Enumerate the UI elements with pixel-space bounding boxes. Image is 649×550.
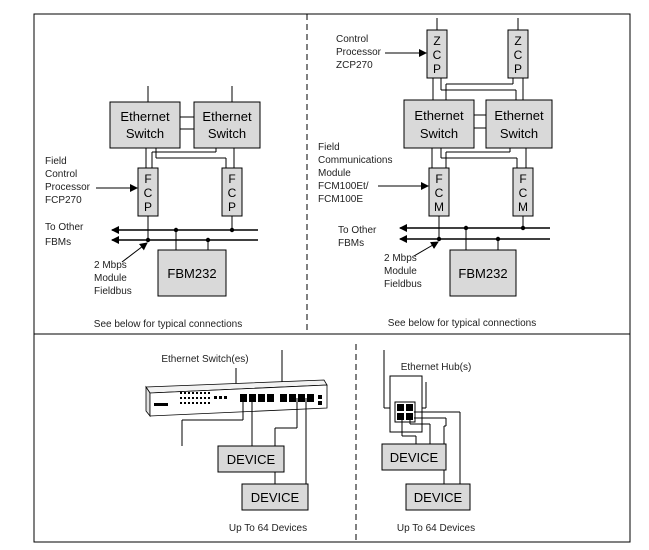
zcp-right-letter2: C bbox=[514, 48, 523, 62]
switches-title: Ethernet Switch(es) bbox=[161, 354, 248, 365]
top-right-panel: Z C P Z C P Control Processor ZCP270 Eth… bbox=[318, 18, 553, 329]
hub-device-box-2 bbox=[405, 483, 471, 511]
fcm-left-letter2: C bbox=[435, 186, 444, 200]
fieldbus-label-2: Module bbox=[94, 273, 127, 284]
fcp-label-2: Control bbox=[45, 169, 77, 180]
switch-right-line1: Ethernet bbox=[202, 109, 252, 124]
switch-left-r-line2: Switch bbox=[420, 126, 458, 141]
fcm-label-2: Communications bbox=[318, 155, 392, 166]
switch-left-line1: Ethernet bbox=[120, 109, 170, 124]
fcm-right-letter2: C bbox=[519, 186, 528, 200]
fcp-right-letter3: P bbox=[228, 200, 236, 214]
zcp-label-3: ZCP270 bbox=[336, 60, 373, 71]
hubs-title: Ethernet Hub(s) bbox=[401, 362, 472, 373]
to-other-r-2: FBMs bbox=[338, 238, 364, 249]
zcp-left-letter3: P bbox=[433, 62, 441, 76]
fieldbus-label-r-3: Fieldbus bbox=[384, 279, 422, 290]
hub-device-label-1: DEVICE bbox=[390, 450, 439, 465]
ethernet-switch-device bbox=[145, 379, 328, 418]
fieldbus-label-3: Fieldbus bbox=[94, 286, 132, 297]
fcp-label-3: Processor bbox=[45, 182, 91, 193]
zcp-module-right bbox=[507, 29, 529, 79]
bottom-right-panel: Ethernet Hub(s) DEVICE DEVICE U bbox=[381, 350, 475, 534]
fcp-left-letter3: P bbox=[144, 200, 152, 214]
ethernet-hub-device bbox=[389, 375, 423, 433]
zcp-label-2: Processor bbox=[336, 47, 382, 58]
hub-device-label-2: DEVICE bbox=[414, 490, 463, 505]
fieldbus-label-r-1: 2 Mbps bbox=[384, 253, 417, 264]
ethernet-switch-right bbox=[193, 101, 261, 149]
switch-left-line2: Switch bbox=[126, 126, 164, 141]
fcm-label-5: FCM100E bbox=[318, 194, 363, 205]
fieldbus-label-r-2: Module bbox=[384, 266, 417, 277]
fcm-label-1: Field bbox=[318, 142, 340, 153]
zcp-left-letter1: Z bbox=[433, 34, 440, 48]
bottom-right-caption: Up To 64 Devices bbox=[397, 523, 475, 534]
device-box-1 bbox=[217, 445, 285, 473]
ethernet-switch-left-r bbox=[403, 99, 475, 149]
ethernet-switch-right-r bbox=[485, 99, 553, 149]
zcp-label-1: Control bbox=[336, 34, 368, 45]
to-other-1: To Other bbox=[45, 222, 84, 233]
device-box-2 bbox=[241, 483, 309, 511]
top-left-panel: Ethernet Switch Ethernet Switch F C P F … bbox=[45, 86, 261, 330]
switch-right-r-line2: Switch bbox=[500, 126, 538, 141]
device-label-2: DEVICE bbox=[251, 490, 300, 505]
fcm-label-3: Module bbox=[318, 168, 351, 179]
fcm-right-letter3: M bbox=[518, 200, 528, 214]
zcp-right-letter3: P bbox=[514, 62, 522, 76]
fbm232-box-r bbox=[449, 249, 517, 297]
bottom-left-panel: Ethernet Switch(es) bbox=[145, 350, 328, 534]
fcp-right-letter2: C bbox=[228, 186, 237, 200]
top-left-caption: See below for typical connections bbox=[94, 319, 242, 330]
outer-frame bbox=[33, 13, 631, 543]
fcp-label-1: Field bbox=[45, 156, 67, 167]
fbm232-label-r: FBM232 bbox=[458, 266, 507, 281]
top-right-caption: See below for typical connections bbox=[388, 318, 536, 329]
fbm232-label: FBM232 bbox=[167, 266, 216, 281]
zcp-left-letter2: C bbox=[433, 48, 442, 62]
fcp-left-letter1: F bbox=[144, 172, 151, 186]
device-label-1: DEVICE bbox=[227, 452, 276, 467]
fcm-left-letter3: M bbox=[434, 200, 444, 214]
switch-right-r-line1: Ethernet bbox=[494, 108, 544, 123]
fieldbus-label-1: 2 Mbps bbox=[94, 260, 127, 271]
zcp-right-letter1: Z bbox=[514, 34, 521, 48]
fcm-left-letter1: F bbox=[435, 172, 442, 186]
zcp-module-left bbox=[426, 29, 448, 79]
hub-device-box-1 bbox=[381, 443, 447, 471]
switch-right-line2: Switch bbox=[208, 126, 246, 141]
to-other-r-1: To Other bbox=[338, 225, 377, 236]
fcp-label-4: FCP270 bbox=[45, 195, 82, 206]
fbm232-box bbox=[157, 249, 227, 297]
fcp-right-letter1: F bbox=[228, 172, 235, 186]
bottom-left-caption: Up To 64 Devices bbox=[229, 523, 307, 534]
to-other-2: FBMs bbox=[45, 237, 71, 248]
fcm-label-4: FCM100Et/ bbox=[318, 181, 369, 192]
ethernet-switch-left bbox=[109, 101, 181, 149]
fcm-right-letter1: F bbox=[519, 172, 526, 186]
switch-left-r-line1: Ethernet bbox=[414, 108, 464, 123]
fcp-left-letter2: C bbox=[144, 186, 153, 200]
